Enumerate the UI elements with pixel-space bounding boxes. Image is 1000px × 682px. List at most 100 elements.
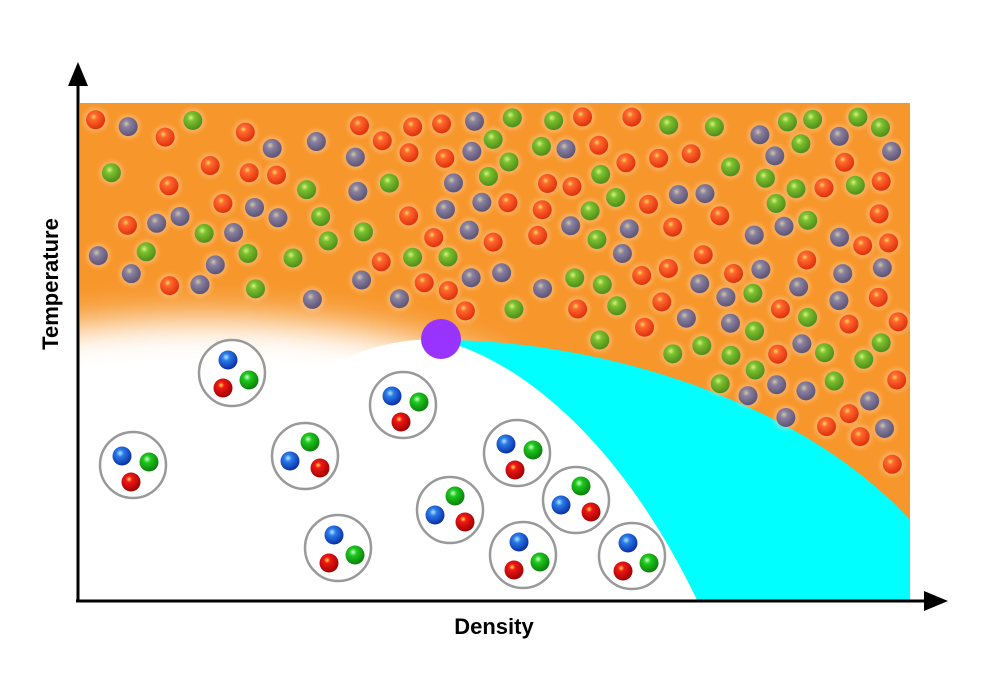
quark-particle <box>857 388 882 413</box>
quark-particle <box>718 343 743 368</box>
baryon-quark <box>581 502 601 522</box>
quark-particle <box>827 225 852 250</box>
quark-particle <box>562 265 587 290</box>
quark-particle <box>743 358 768 383</box>
quark-particle <box>370 128 395 153</box>
quark-particle <box>99 160 124 185</box>
baryon-quark <box>112 446 132 466</box>
baryon-bound-state <box>415 475 485 545</box>
quark-particle <box>116 114 141 139</box>
baryon-quark <box>509 532 529 552</box>
quark-particle <box>387 286 412 311</box>
quark-particle <box>421 225 446 250</box>
quark-particle <box>866 285 891 310</box>
quark-particle <box>613 150 638 175</box>
color-superconductor-region <box>440 340 910 600</box>
quark-particle <box>880 452 905 477</box>
quark-particle <box>453 298 478 323</box>
quark-particle <box>308 204 333 229</box>
x-axis-label: Density <box>454 614 534 639</box>
baryon-quark <box>613 561 633 581</box>
baryon-quark <box>139 452 159 472</box>
quark-particle <box>718 154 743 179</box>
quark-particle <box>457 218 482 243</box>
quark-particle <box>459 139 484 164</box>
quark-particle <box>83 107 108 132</box>
quark-particle <box>400 245 425 270</box>
quark-particle <box>558 213 583 238</box>
quark-particle <box>530 197 555 222</box>
quark-particle <box>636 192 661 217</box>
quark-particle <box>666 182 691 207</box>
quark-particle <box>347 113 372 138</box>
baryon-quark <box>505 460 525 480</box>
quark-particle <box>529 134 554 159</box>
quark-particle <box>351 219 376 244</box>
quark-particle <box>656 256 681 281</box>
quark-particle <box>773 405 798 430</box>
baryon-quark <box>618 533 638 553</box>
quark-particle <box>679 141 704 166</box>
quark-particle <box>795 208 820 233</box>
baryon-quark <box>121 472 141 492</box>
critical-point-marker <box>421 319 461 359</box>
baryon-quark <box>530 552 550 572</box>
quark-particle <box>848 424 873 449</box>
quark-particle <box>869 330 894 355</box>
quark-particle <box>884 367 909 392</box>
baryon-bound-state <box>597 521 667 591</box>
quark-particle <box>489 260 514 285</box>
baryon-quark <box>445 486 465 506</box>
baryon-quark <box>280 451 300 471</box>
baryon-quark <box>218 350 238 370</box>
quark-particle <box>588 162 613 187</box>
quark-particle <box>603 185 628 210</box>
quark-particle <box>764 372 789 397</box>
quark-particle <box>742 319 767 344</box>
baryon-bound-state <box>270 421 340 491</box>
quark-particle <box>86 243 111 268</box>
quark-particle <box>343 145 368 170</box>
quark-particle <box>180 108 205 133</box>
baryon-quark <box>409 392 429 412</box>
baryon-quark <box>523 440 543 460</box>
quark-particle <box>469 190 494 215</box>
baryons <box>98 338 667 591</box>
quark-particle <box>369 249 394 274</box>
quark-particle <box>691 242 716 267</box>
quark-particle <box>501 297 526 322</box>
baryon-bound-state <box>541 465 611 535</box>
quark-particle <box>827 124 852 149</box>
quark-particle <box>800 107 825 132</box>
baryon-quark <box>639 553 659 573</box>
quark-particle <box>843 173 868 198</box>
quark-particle <box>721 261 746 286</box>
quark-particle <box>500 105 525 130</box>
quark-particle <box>535 171 560 196</box>
quark-particle <box>748 257 773 282</box>
quark-particle <box>768 296 793 321</box>
baryon-quark <box>391 412 411 432</box>
quark-particle <box>649 289 674 314</box>
quark-particle <box>794 247 819 272</box>
quark-particle <box>740 281 765 306</box>
quark-particle <box>264 163 289 188</box>
baryon-quark <box>455 512 475 532</box>
quark-particle <box>396 203 421 228</box>
quark-particle <box>243 276 268 301</box>
quark-particle <box>578 198 603 223</box>
quark-particle <box>236 241 261 266</box>
quark-particle <box>811 175 836 200</box>
quark-particle <box>775 109 800 134</box>
quark-particle <box>812 340 837 365</box>
quark-particle <box>689 333 714 358</box>
quark-particle <box>432 146 457 171</box>
quark-particle <box>280 245 305 270</box>
baryon-quark <box>504 560 524 580</box>
quark-particle <box>851 347 876 372</box>
quark-particle <box>765 342 790 367</box>
quark-particle <box>845 105 870 130</box>
quark-particle <box>481 230 506 255</box>
quark-particle <box>559 174 584 199</box>
